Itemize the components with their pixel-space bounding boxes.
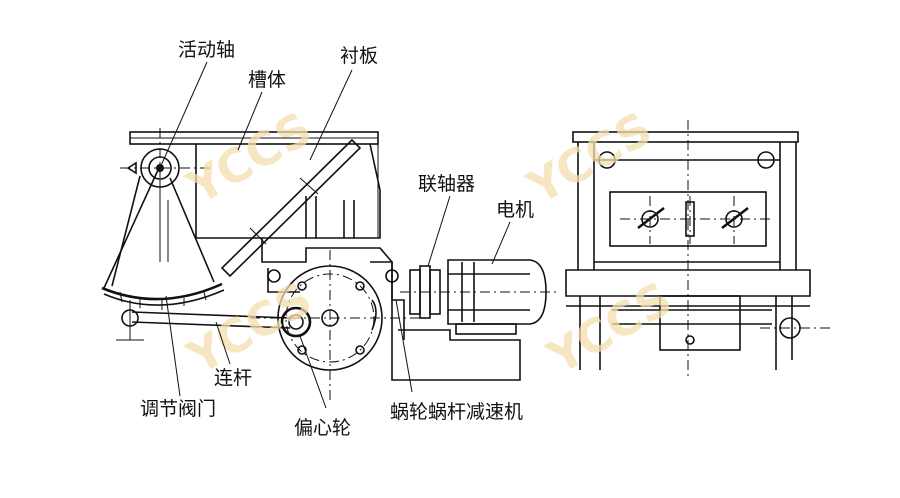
side-view bbox=[101, 128, 560, 400]
watermark-4: YCCS bbox=[538, 271, 681, 385]
gate-arm bbox=[103, 169, 215, 289]
label-worm-reducer: 蜗轮蜗杆减速机 bbox=[390, 401, 523, 423]
leader-lines bbox=[159, 61, 511, 409]
label-connecting-rod: 连杆 bbox=[214, 367, 252, 389]
label-trough-body: 槽体 bbox=[248, 69, 286, 91]
label-eccentric-wheel: 偏心轮 bbox=[294, 417, 351, 439]
watermark-group: YCCS YCCS YCCS YCCS bbox=[178, 101, 681, 385]
adjusting-valve-arc bbox=[101, 282, 223, 301]
coupling bbox=[400, 265, 560, 319]
worm-reducer bbox=[370, 261, 405, 340]
connecting-rod bbox=[131, 311, 291, 329]
liner-plate bbox=[220, 138, 362, 278]
watermark-1: YCCS bbox=[178, 101, 321, 215]
watermark-2: YCCS bbox=[518, 101, 661, 215]
front-base bbox=[565, 269, 811, 297]
eccentric-wheel bbox=[280, 306, 312, 338]
label-motor: 电机 bbox=[496, 199, 534, 221]
labels: 活动轴 槽体 衬板 联轴器 电机 连杆 调节阀门 偏心轮 蜗轮蜗杆减速机 bbox=[140, 39, 534, 439]
front-frame bbox=[577, 142, 797, 270]
front-top-plate bbox=[572, 131, 799, 143]
front-view bbox=[565, 120, 830, 380]
label-coupling: 联轴器 bbox=[418, 173, 475, 195]
label-liner: 衬板 bbox=[340, 45, 378, 67]
label-adjusting-valve: 调节阀门 bbox=[140, 398, 216, 420]
motor bbox=[447, 259, 547, 335]
label-activity-shaft: 活动轴 bbox=[178, 39, 235, 61]
bracket bbox=[261, 238, 521, 381]
